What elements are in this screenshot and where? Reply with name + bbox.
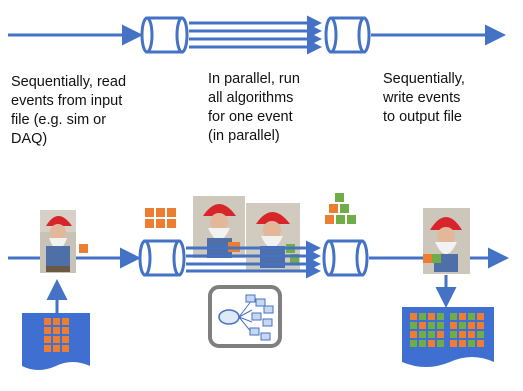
input-event-block (79, 244, 88, 253)
output-event-block (419, 331, 426, 338)
input-queue-cylinder-icon (140, 16, 189, 54)
bottom-input-queue-cylinder-icon (138, 239, 186, 277)
output-event-block (428, 340, 435, 347)
output-event-block (437, 340, 444, 347)
output-queue-events (325, 193, 356, 224)
bottom-output-queue-cylinder-icon (322, 239, 369, 277)
gnome-event-photo-parallel-2 (246, 203, 300, 270)
output-file-events (410, 313, 484, 347)
output-event-block (419, 340, 426, 347)
parallel-caption: In parallel, run all algorithms for one … (208, 71, 300, 144)
output-event-block (468, 322, 475, 329)
parallel-flow-arrows (189, 15, 322, 55)
output-event-block (419, 322, 426, 329)
algorithm-graph-icon (208, 285, 282, 348)
output-event-block (477, 322, 484, 329)
output-event-block (459, 313, 466, 320)
output-event-block (450, 313, 457, 320)
output-event-block (437, 322, 444, 329)
output-event-block (459, 331, 466, 338)
output-event-block (450, 340, 457, 347)
output-event-block (450, 322, 457, 329)
output-event-block (477, 331, 484, 338)
top-row (8, 15, 506, 55)
output-caption: Sequentially, write events to output fil… (383, 71, 465, 125)
bottom-row (8, 193, 509, 370)
output-event-block (428, 322, 435, 329)
output-event-block (468, 331, 475, 338)
output-event-block (477, 340, 484, 347)
output-event-block (477, 313, 484, 320)
output-event-block (450, 331, 457, 338)
output-event-block (410, 313, 417, 320)
output-event-block (428, 331, 435, 338)
output-event-block (437, 313, 444, 320)
output-event-block (437, 331, 444, 338)
output-event-block (468, 340, 475, 347)
output-event-block (410, 340, 417, 347)
input-caption: Sequentially, read events from input fil… (11, 74, 127, 147)
output-event-block (410, 322, 417, 329)
output-event-block (410, 331, 417, 338)
input-file-icon (22, 313, 90, 370)
output-file-icon (402, 307, 494, 367)
output-event-block (459, 322, 466, 329)
output-event-block (459, 340, 466, 347)
output-event-block (468, 313, 475, 320)
gnome-event-photo-output (423, 208, 470, 274)
output-queue-cylinder-icon (324, 16, 371, 54)
output-event-block (428, 313, 435, 320)
bottom-parallel-flow-arrows (186, 240, 321, 279)
input-queue-events (145, 208, 176, 228)
output-event-block (419, 313, 426, 320)
gnome-event-photo (40, 210, 76, 273)
